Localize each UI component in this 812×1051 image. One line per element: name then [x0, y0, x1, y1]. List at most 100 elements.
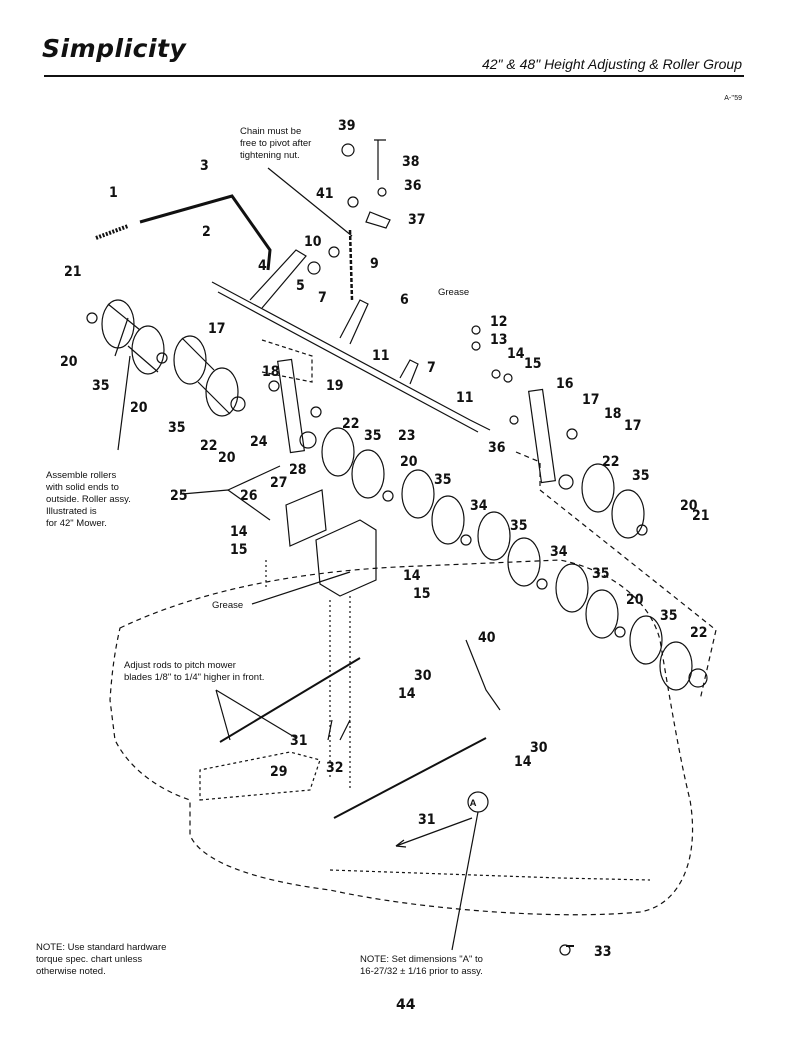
callout-14b: 14 [230, 524, 248, 540]
callout-31a: 31 [290, 733, 308, 749]
roller-4 [401, 469, 465, 545]
callout-14c: 14 [403, 568, 421, 584]
callout-15a: 15 [524, 356, 542, 372]
callout-19: 19 [326, 378, 344, 394]
callout-3: 3 [200, 158, 209, 174]
callout-14e: 14 [514, 754, 532, 770]
callout-27: 27 [270, 475, 288, 491]
callout-39: 39 [338, 118, 356, 134]
callout-18a: 18 [262, 364, 280, 380]
roller-3 [321, 427, 385, 499]
dimension-a-marker-circle [467, 791, 489, 813]
mower-deck-outline [109, 559, 694, 916]
callout-35g: 35 [660, 608, 678, 624]
chain-note: Chain must be free to pivot after tighte… [240, 126, 312, 161]
callout-35f: 35 [592, 566, 610, 582]
callout-2: 2 [202, 224, 211, 240]
roller-6 [555, 563, 619, 639]
callout-15b: 15 [230, 542, 248, 558]
roller-7 [629, 615, 693, 691]
callout-20e: 20 [680, 498, 698, 514]
callout-34b: 34 [550, 544, 568, 560]
callout-35c: 35 [364, 428, 382, 444]
callout-20c: 20 [218, 450, 236, 466]
page-number: 44 [396, 997, 416, 1013]
callout-23: 23 [398, 428, 416, 444]
callout-22d: 22 [690, 625, 708, 641]
dimension-a-marker: A [470, 798, 477, 809]
right-bracket [527, 388, 557, 484]
callout-12: 12 [490, 314, 508, 330]
callout-11a: 11 [372, 348, 390, 364]
callout-29: 29 [270, 764, 288, 780]
callout-40: 40 [478, 630, 496, 646]
callout-14d: 14 [398, 686, 416, 702]
roller-left-2 [173, 335, 239, 417]
roller-left-1 [101, 299, 165, 375]
callout-36b: 36 [488, 440, 506, 456]
callout-20f: 20 [626, 592, 644, 608]
callout-20a: 20 [60, 354, 78, 370]
callout-32: 32 [326, 760, 344, 776]
callout-30a: 30 [414, 668, 432, 684]
adjust-rod-left [219, 657, 361, 743]
page-title: 42" & 48" Height Adjusting & Roller Grou… [481, 56, 742, 72]
grease-label-bottom: Grease [212, 600, 243, 611]
roller-note: Assemble rollers with solid ends to outs… [46, 470, 131, 529]
callout-24: 24 [250, 434, 268, 450]
dimension-note: NOTE: Set dimensions "A" to 16-27/32 ± 1… [360, 954, 483, 977]
callout-14a: 14 [507, 346, 525, 362]
callout-9: 9 [370, 256, 379, 272]
callout-17c: 17 [624, 418, 642, 434]
callout-7a: 7 [318, 290, 327, 306]
callout-11b: 11 [456, 390, 474, 406]
callout-35e: 35 [510, 518, 528, 534]
grease-bracket [315, 519, 377, 597]
callout-20d: 20 [400, 454, 418, 470]
callout-28: 28 [289, 462, 307, 478]
callout-33: 33 [594, 944, 612, 960]
roller-5 [477, 511, 541, 587]
callout-17b: 17 [582, 392, 600, 408]
callout-1: 1 [109, 185, 118, 201]
callout-6: 6 [400, 292, 409, 308]
adjust-rods-note: Adjust rods to pitch mower blades 1/8" t… [124, 660, 265, 683]
callout-18b: 18 [604, 406, 622, 422]
callout-17a: 17 [208, 321, 226, 337]
adjust-shaft [211, 281, 491, 433]
callout-22c: 22 [602, 454, 620, 470]
callout-38: 38 [402, 154, 420, 170]
left-bracket [276, 358, 306, 454]
chain [348, 229, 354, 301]
callout-31b: 31 [418, 812, 436, 828]
callout-34a: 34 [470, 498, 488, 514]
callout-35h: 35 [632, 468, 650, 484]
callout-35a: 35 [92, 378, 110, 394]
callout-21b: 21 [692, 508, 710, 524]
callout-21a: 21 [64, 264, 82, 280]
callout-35d: 35 [434, 472, 452, 488]
callout-7b: 7 [427, 360, 436, 376]
deck-bracket [199, 751, 321, 801]
callout-20b: 20 [130, 400, 148, 416]
callout-35b: 35 [168, 420, 186, 436]
callout-22b: 22 [342, 416, 360, 432]
callout-4: 4 [258, 258, 267, 274]
callout-30b: 30 [530, 740, 548, 756]
callout-41: 41 [316, 186, 334, 202]
callout-37: 37 [408, 212, 426, 228]
callout-36a: 36 [404, 178, 422, 194]
spring [95, 224, 129, 240]
callout-5: 5 [296, 278, 305, 294]
drawing-code: A-’’59 [724, 95, 742, 102]
hardware-note: NOTE: Use standard hardware torque spec.… [36, 942, 167, 977]
handle-rod [139, 194, 272, 271]
brand-logo: Simplicity [42, 34, 187, 63]
decal-plate [285, 489, 327, 547]
callout-16: 16 [556, 376, 574, 392]
dimension-a-line [395, 817, 473, 847]
roller-right-end [581, 463, 645, 539]
callout-10: 10 [304, 234, 322, 250]
adjust-rod-right [333, 737, 487, 819]
